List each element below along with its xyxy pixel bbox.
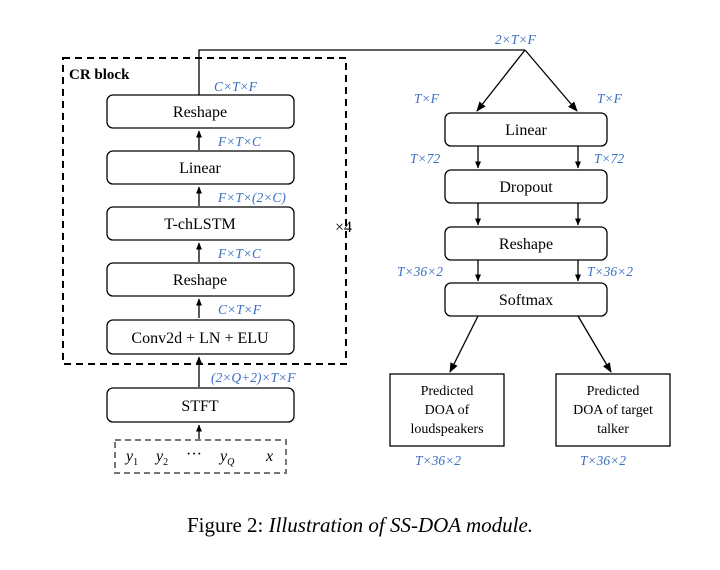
doa-dropout-box: Dropout — [444, 169, 608, 204]
cr-block-title: CR block — [69, 67, 130, 83]
reshape-top-label: Reshape — [173, 104, 227, 121]
stft-label: STFT — [181, 398, 219, 415]
repeat-label: ×4 — [335, 219, 352, 236]
dim-output-right: T×36×2 — [580, 453, 626, 468]
doa-reshape-box: Reshape — [444, 226, 608, 261]
dim-after-reshape: F×T×C — [217, 246, 262, 261]
dim-stft-out: (2×Q+2)×T×F — [211, 370, 296, 385]
dim-after-conv: C×T×F — [218, 302, 262, 317]
conv-label: Conv2d + LN + ELU — [131, 330, 269, 347]
output-left-line3: loudspeakers — [410, 422, 483, 437]
dim-split: 2×T×F — [495, 32, 536, 47]
dim-output-left: T×36×2 — [415, 453, 461, 468]
dim-right-in: T×F — [597, 91, 623, 106]
doa-reshape-label: Reshape — [499, 236, 553, 253]
doa-softmax-label: Softmax — [499, 292, 553, 309]
output-left-line2: DOA of — [425, 403, 470, 418]
reshape-bottom-box: Reshape — [106, 262, 295, 297]
dim-reshape-out-right: T×36×2 — [587, 264, 633, 279]
figure-caption: Figure 2: Illustration of SS-DOA module. — [187, 513, 533, 537]
doa-dropout-label: Dropout — [499, 179, 553, 196]
output-right-line1: Predicted — [587, 384, 640, 399]
output-left-line1: Predicted — [421, 384, 474, 399]
conv-box: Conv2d + LN + ELU — [106, 319, 295, 355]
cr-block-frame — [62, 57, 347, 365]
stft-box: STFT — [106, 387, 295, 423]
dim-after-lstm: F×T×(2×C) — [217, 190, 286, 205]
tchlstm-box: T-chLSTM — [106, 206, 295, 241]
input-dots: ··· — [186, 446, 202, 463]
tchlstm-label: T-chLSTM — [164, 216, 235, 233]
input-x: x — [265, 448, 273, 465]
dim-linear-out-left: T×72 — [410, 151, 440, 166]
dim-linear-out-right: T×72 — [594, 151, 624, 166]
connector-to-doa-head — [198, 49, 525, 95]
arrow-softmax-left-output — [449, 315, 479, 373]
output-right-line3: talker — [597, 422, 629, 437]
dim-after-linear: F×T×C — [217, 134, 262, 149]
arrow-split-left — [476, 49, 526, 112]
output-right-line2: DOA of target — [573, 403, 653, 418]
output-target-talker-box: Predicted DOA of target talker — [555, 373, 671, 447]
doa-linear-label: Linear — [505, 122, 547, 139]
input-y2: y2 — [154, 448, 168, 468]
output-loudspeakers-box: Predicted DOA of loudspeakers — [389, 373, 505, 447]
input-yq: yQ — [218, 448, 235, 468]
linear-box: Linear — [106, 150, 295, 185]
reshape-top-box: Reshape — [106, 94, 295, 129]
dim-reshape-out-left: T×36×2 — [397, 264, 443, 279]
doa-softmax-box: Softmax — [444, 282, 608, 317]
dim-left-in: T×F — [414, 91, 440, 106]
linear-label: Linear — [179, 160, 221, 177]
input-y1: y1 — [124, 448, 138, 468]
arrow-split-right — [524, 49, 578, 112]
doa-linear-box: Linear — [444, 112, 608, 147]
arrow-softmax-right-output — [577, 315, 612, 373]
reshape-bottom-label: Reshape — [173, 272, 227, 289]
inputs-frame — [114, 439, 287, 474]
dim-cr-top: C×T×F — [214, 79, 258, 94]
